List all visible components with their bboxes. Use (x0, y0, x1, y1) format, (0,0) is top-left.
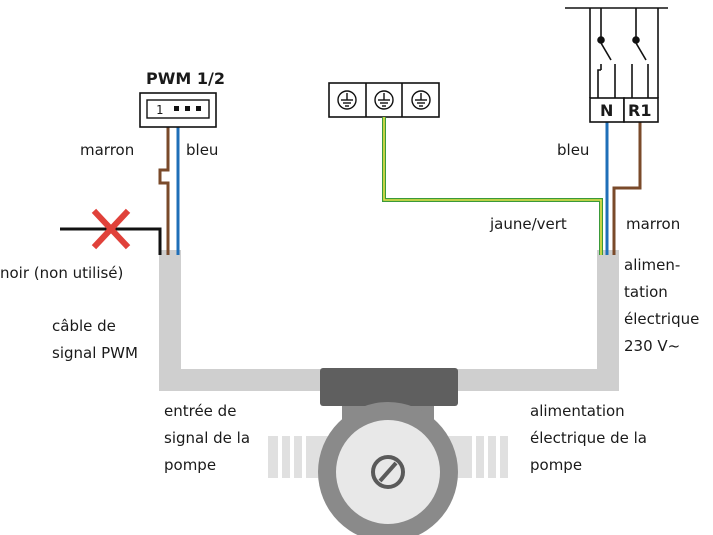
earth-terminal-block (328, 82, 440, 118)
wire-black (60, 227, 162, 255)
pipe-ribs-right (472, 432, 500, 482)
power-supply-cable (455, 250, 619, 391)
labels: marron bleu bleu marron jaune/vert noir … (0, 141, 704, 474)
relay-switch: N R1 (565, 7, 668, 123)
connector-pin-4 (196, 106, 201, 111)
terminal-n-box (589, 97, 625, 123)
label-alim-electrique: alimen- tation électrique 230 V~ (624, 256, 704, 355)
switch-contact-icon (597, 8, 616, 98)
terminal-r1-label: R1 (628, 101, 651, 120)
connector-pin-label: 1 (156, 103, 163, 117)
label-entree-signal: entrée de signal de la pompe (164, 402, 255, 474)
pwm-signal-cable (159, 250, 330, 391)
wire-brown-right (612, 122, 642, 255)
pump-junction-box (320, 368, 458, 406)
pump (268, 368, 508, 535)
pipe-ribs-left (278, 432, 306, 482)
label-marron-right: marron (626, 215, 680, 233)
terminal-n-label: N (600, 101, 613, 120)
power-wires (605, 122, 642, 255)
x-mark-icon (91, 208, 131, 250)
wire-brown-left (158, 126, 170, 255)
ground-symbol-icon (411, 90, 431, 110)
label-cable-signal: câble de signal PWM (52, 317, 138, 362)
slot-screw-icon (371, 455, 405, 489)
pwm-wires (60, 126, 180, 255)
ground-symbol-icon (374, 90, 394, 110)
label-bleu-right: bleu (557, 141, 589, 159)
label-noir: noir (non utilisé) (0, 264, 123, 282)
switch-contact-icon (631, 8, 649, 98)
label-jaune-vert: jaune/vert (489, 215, 567, 233)
ground-symbol-icon (337, 90, 357, 110)
terminal-r1-box (623, 97, 659, 123)
cable-sheaths (159, 250, 619, 391)
connector-pin-2 (174, 106, 179, 111)
pwm-connector: PWM 1/2 1 (139, 69, 225, 128)
label-alim-pompe: alimentation électrique de la pompe (530, 402, 652, 474)
label-bleu-left: bleu (186, 141, 218, 159)
label-marron-left: marron (80, 141, 134, 159)
connector-pin-3 (185, 106, 190, 111)
connector-title: PWM 1/2 (146, 69, 225, 88)
wire-earth (382, 117, 603, 255)
